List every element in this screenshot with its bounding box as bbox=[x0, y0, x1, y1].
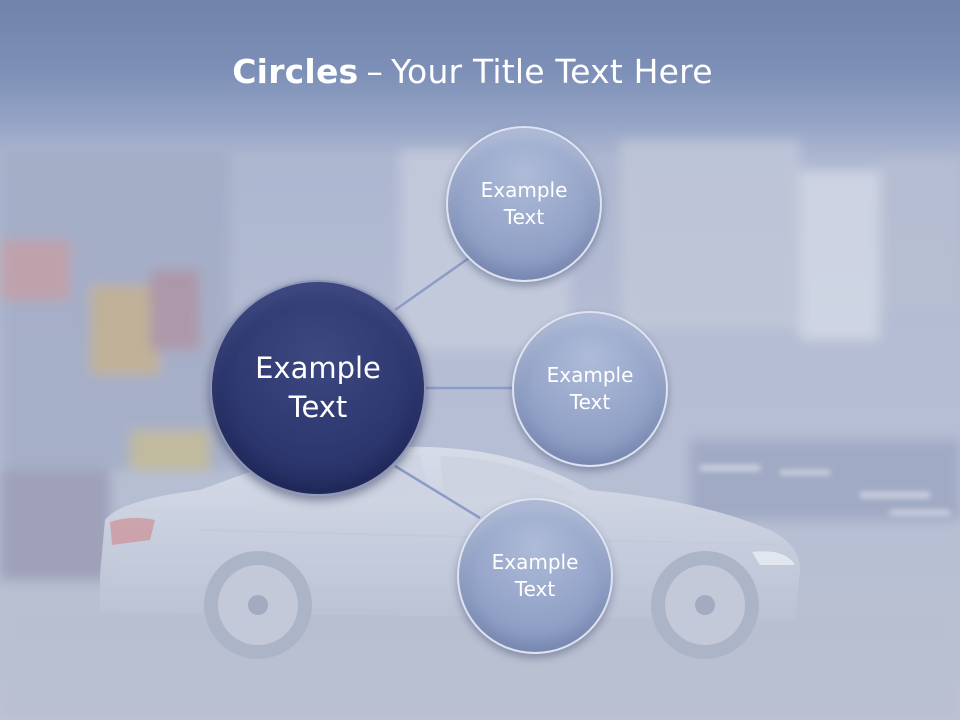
slide-title-rest: Your Title Text Here bbox=[391, 52, 713, 91]
node-circle-label: Example Text bbox=[546, 363, 634, 414]
connector-line-3 bbox=[394, 464, 481, 520]
slide-title: Circles–Your Title Text Here bbox=[0, 52, 945, 91]
node-circle-top[interactable]: Example Text bbox=[446, 126, 602, 282]
node-circle-label: Example Text bbox=[480, 178, 568, 229]
slide-title-separator: – bbox=[366, 52, 384, 91]
center-circle[interactable]: Example Text bbox=[210, 280, 426, 496]
slide-title-bold: Circles bbox=[232, 52, 359, 91]
node-circle-middle[interactable]: Example Text bbox=[512, 311, 668, 467]
node-circle-label: Example Text bbox=[491, 550, 579, 601]
connector-line-1 bbox=[394, 256, 470, 312]
center-circle-label: Example Text bbox=[255, 350, 381, 424]
node-circle-bottom[interactable]: Example Text bbox=[457, 498, 613, 654]
